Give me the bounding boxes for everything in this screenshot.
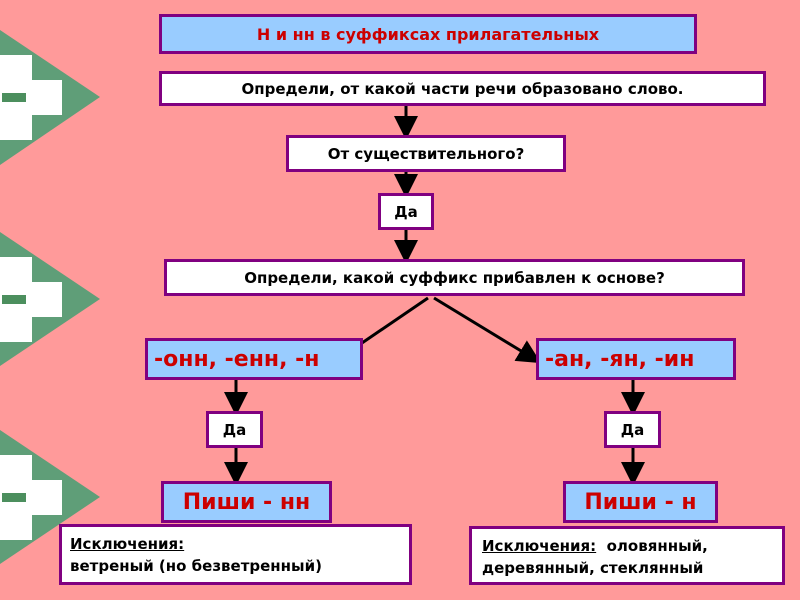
exceptions-right-text-1: оловянный, (606, 537, 708, 555)
nav-arrow-icon-bottom (0, 430, 100, 564)
rule-write-nn: Пиши - нн (161, 481, 332, 523)
exceptions-right: Исключения: оловянный, деревянный, стекл… (469, 526, 785, 585)
nav-arrow-icon-top (0, 30, 100, 165)
exceptions-left-text: ветреный (но безветренный) (70, 557, 322, 575)
question-from-noun: От существительного? (286, 135, 566, 172)
exceptions-right-text-2: деревянный, стеклянный (482, 559, 704, 577)
exceptions-right-heading: Исключения: (482, 537, 597, 555)
step-determine-suffix: Определи, какой суффикс прибавлен к осно… (164, 259, 745, 296)
suffix-group-an-yan-in: -ан, -ян, -ин (536, 338, 736, 380)
suffix-group-onn-enn-n: -онн, -енн, -н (145, 338, 363, 380)
nav-arrow-icon-middle (0, 232, 100, 366)
answer-yes-right: Да (604, 411, 661, 448)
exceptions-left: Исключения: ветреный (но безветренный) (59, 524, 412, 585)
arrow-step3-to-right (433, 296, 542, 364)
answer-yes-top: Да (378, 193, 434, 230)
step-determine-part-of-speech: Определи, от какой части речи образовано… (159, 71, 766, 106)
exceptions-left-heading: Исключения: (70, 535, 185, 553)
rule-write-n: Пиши - н (563, 481, 718, 523)
diagram-title: Н и нн в суффиксах прилагательных (159, 14, 697, 54)
answer-yes-left: Да (206, 411, 263, 448)
